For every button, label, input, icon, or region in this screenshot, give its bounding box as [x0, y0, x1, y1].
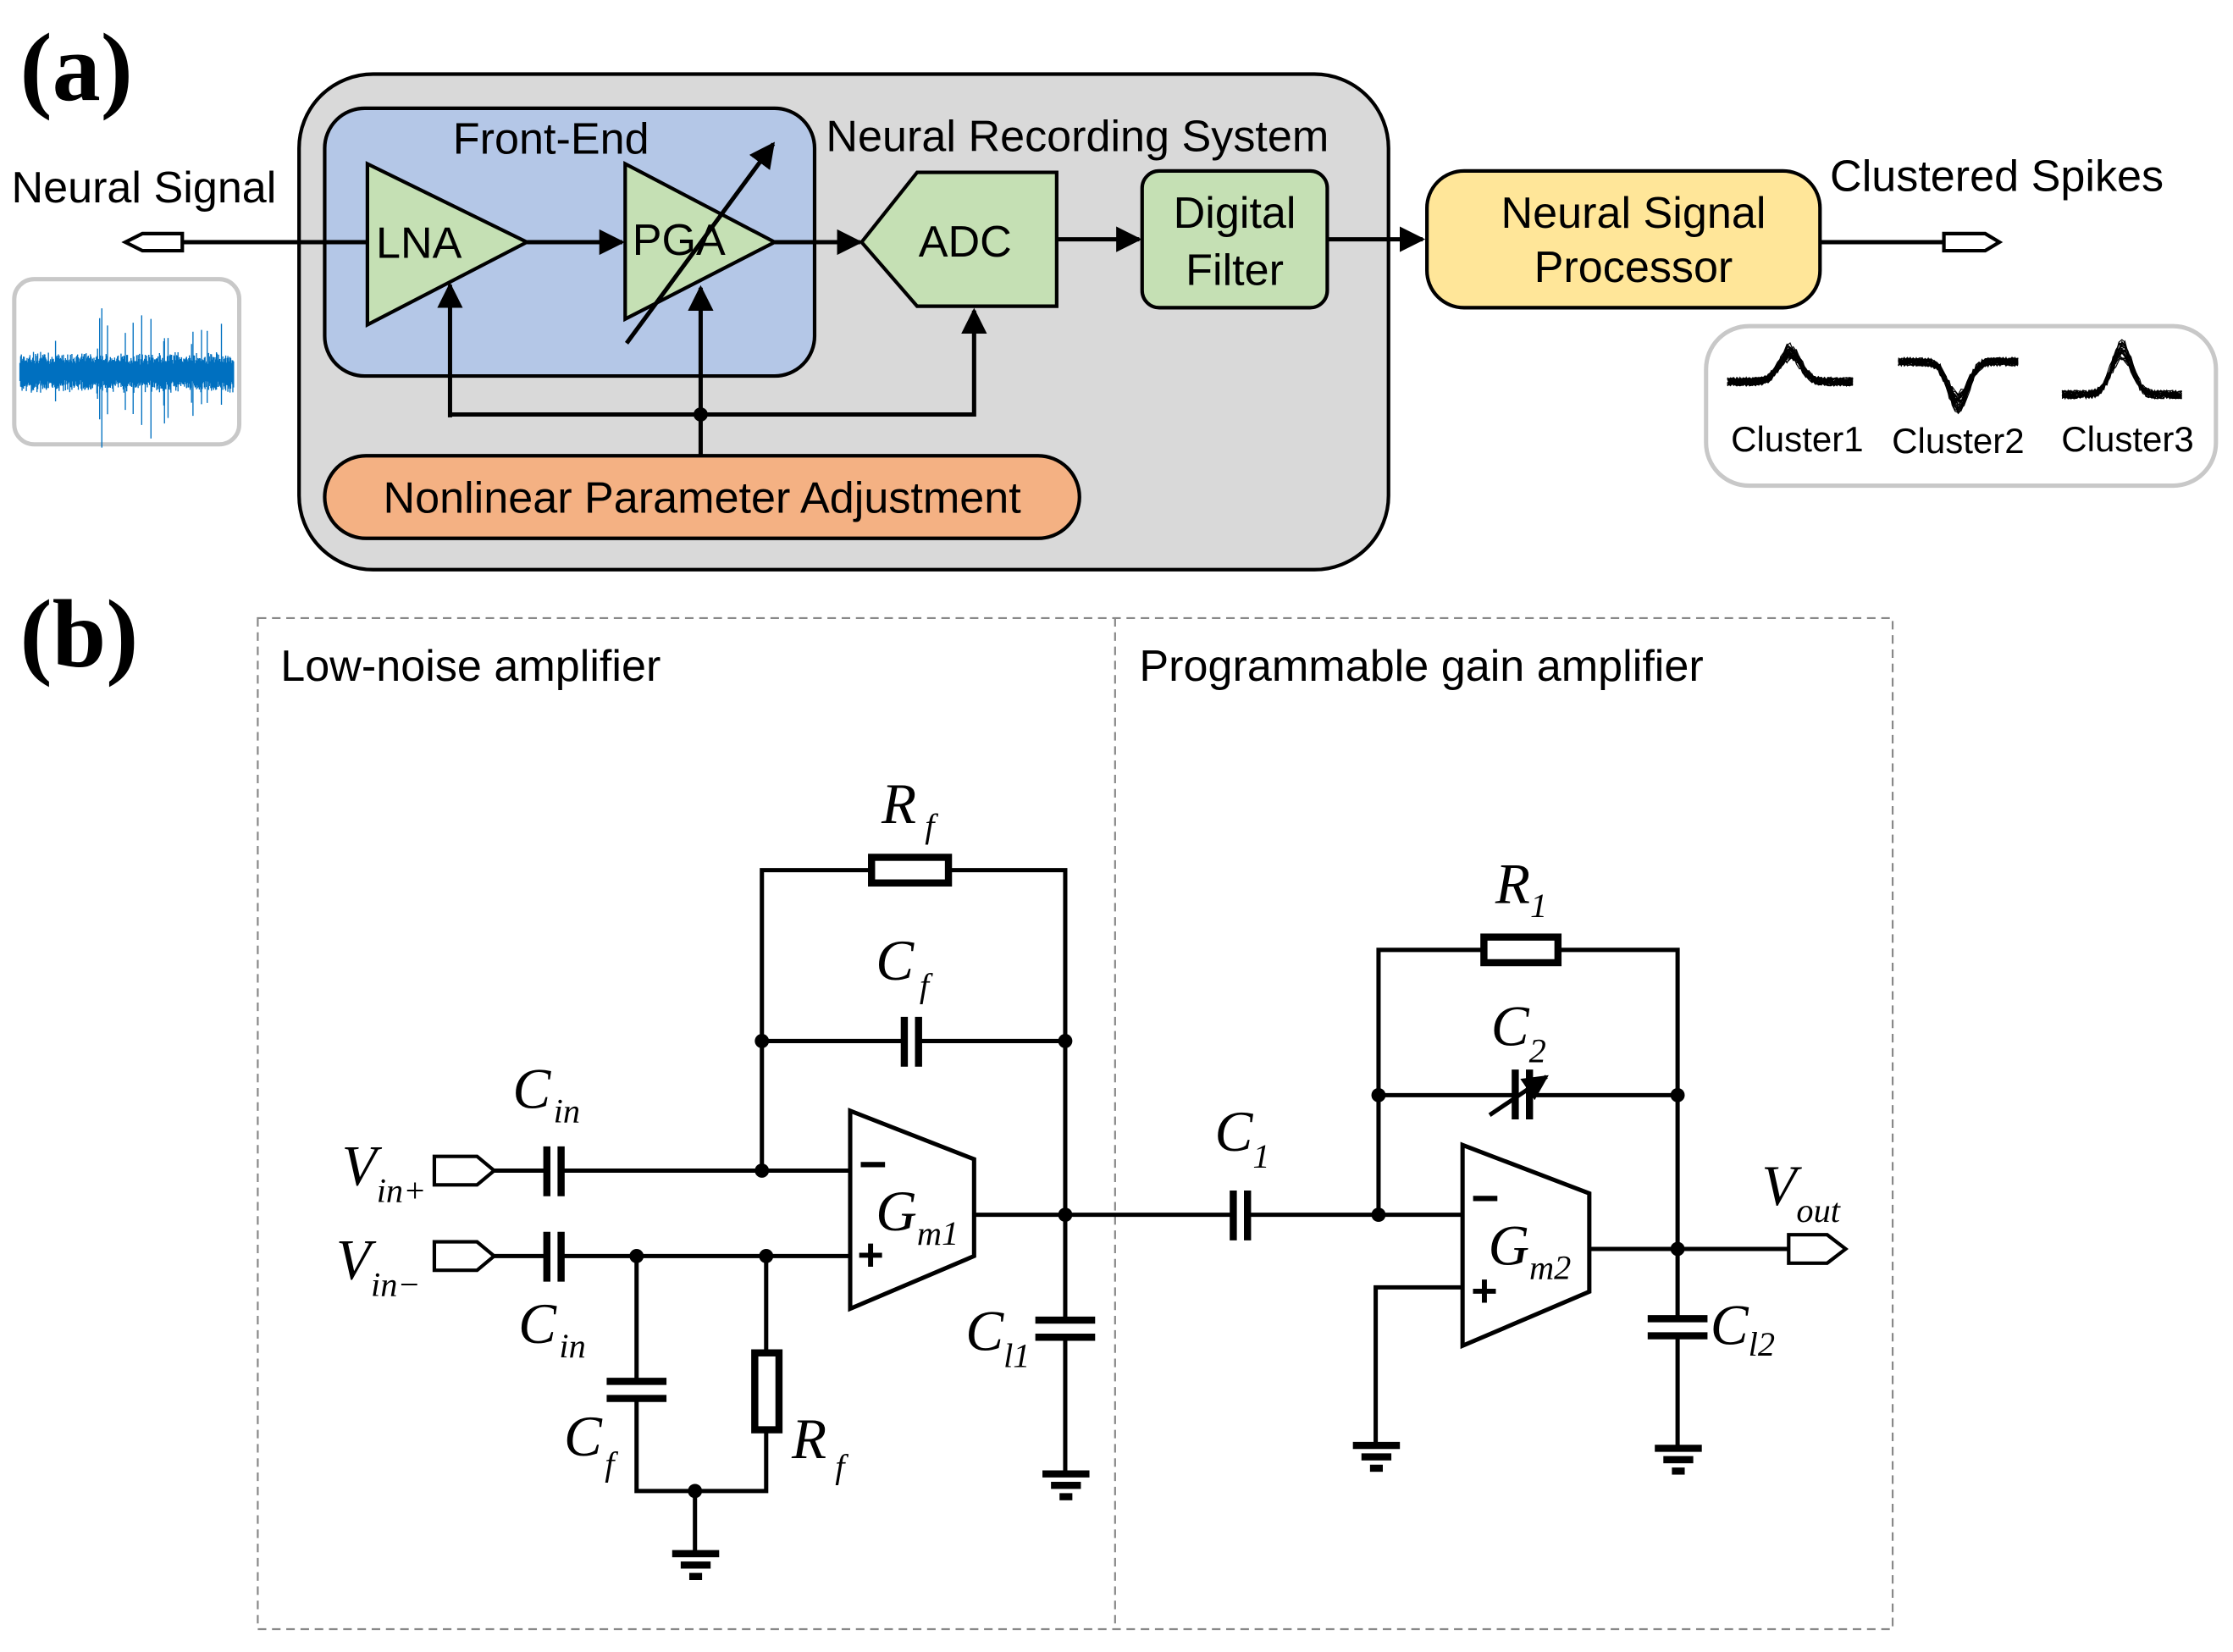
- control-junction-dot: [694, 407, 708, 422]
- junction-dot: [1371, 1207, 1386, 1223]
- gm2-label: Gm2: [1488, 1213, 1571, 1286]
- spike-waveform: [2061, 356, 2182, 400]
- r1-wire-right: [1557, 948, 1680, 1249]
- nonlinear-parameter-adjustment-label: Nonlinear Parameter Adjustment: [383, 474, 1021, 523]
- cluster1-label: Cluster1: [1731, 419, 1864, 459]
- cluster3-label: Cluster3: [2061, 419, 2194, 459]
- spike-waveform: [2061, 340, 2182, 401]
- spike-waveform: [1898, 357, 2019, 407]
- r1-resistor: [1480, 933, 1562, 967]
- processor-label-line2: Processor: [1534, 243, 1733, 292]
- neural-signal-inset: [12, 277, 242, 448]
- gm1-transconductor: [848, 1108, 976, 1312]
- pga-label: PGA: [633, 216, 726, 265]
- spike-waveform: [2061, 351, 2182, 400]
- variable-capacitor-arrow-icon: [1488, 1075, 1549, 1117]
- panel-b-label: (b): [20, 580, 139, 688]
- junction-dot: [754, 1163, 770, 1178]
- neural-signal-label: Neural Signal: [11, 163, 276, 213]
- junction-dot: [1670, 1087, 1685, 1102]
- cluster3-waveforms: [2061, 339, 2183, 401]
- cluster1-waveforms: [1727, 342, 1854, 388]
- lna-section-title: Low-noise amplifier: [280, 642, 661, 691]
- pga-circuit: C1 R1 C2 − + Gm2: [1215, 852, 1849, 1475]
- vout-label: Vout: [1761, 1154, 1841, 1229]
- front-end-label: Front-End: [453, 115, 649, 164]
- spike-waveform: [1898, 356, 2019, 401]
- clustered-spikes-label: Clustered Spikes: [1830, 152, 2164, 201]
- variable-gain-arrow-icon: [624, 141, 776, 345]
- ground-icon: [1042, 1470, 1090, 1500]
- neural-recording-system-label: Neural Recording System: [826, 112, 1329, 161]
- panel-a: (a) Neural Signal Neural Recording Syste…: [11, 14, 2219, 572]
- ground-icon: [1655, 1445, 1702, 1475]
- c1-label: C1: [1215, 1100, 1270, 1175]
- vin-minus-port-icon: [432, 1240, 497, 1273]
- adc-control-line: [450, 307, 987, 417]
- rf-bottom-resistor: [751, 1349, 783, 1434]
- cl2-label: Cl2: [1711, 1294, 1775, 1363]
- signal-trace: [19, 308, 235, 448]
- gm2-minus-sign: −: [1471, 1172, 1499, 1226]
- cluster2-label: Cluster2: [1892, 421, 2025, 461]
- r1-label: R1: [1495, 852, 1547, 925]
- spike-waveform: [1727, 352, 1854, 385]
- lna-label: LNA: [376, 218, 462, 268]
- r1-wire-left: [1376, 948, 1484, 1215]
- spike-waveform: [1727, 346, 1854, 387]
- cluster2-waveforms: [1898, 356, 2019, 415]
- input-port-icon: [121, 231, 185, 253]
- gm2-plus-sign: +: [1471, 1265, 1497, 1316]
- rf-top-resistor: [868, 854, 953, 887]
- output-port-icon: [1942, 231, 2004, 253]
- junction-dot: [1058, 1034, 1073, 1048]
- gm1-plus-sign: +: [857, 1229, 883, 1280]
- cluster-inset: Cluster1 Cluster2 Cluster3: [1704, 323, 2219, 489]
- c2-label: C2: [1491, 994, 1546, 1069]
- panel-a-label: (a): [20, 14, 133, 121]
- vout-port-icon: [1787, 1233, 1849, 1265]
- spike-waveform: [1727, 354, 1854, 387]
- ground-icon: [1352, 1441, 1401, 1472]
- cf-rf-bottom-wire: [634, 1401, 769, 1494]
- ground-icon: [672, 1550, 720, 1580]
- gm2-noninverting-wire: [1374, 1285, 1463, 1445]
- spike-waveform: [2061, 342, 2182, 398]
- junction-dot: [754, 1034, 770, 1048]
- vin-minus-label: Vin−: [336, 1228, 421, 1303]
- gm2-transconductor: [1460, 1141, 1592, 1350]
- junction-dot: [1371, 1087, 1386, 1102]
- digital-filter-label-line1: Digital: [1174, 189, 1296, 238]
- nonlinear-parameter-adjustment-block: [323, 454, 1081, 540]
- gm1-label: Gm1: [876, 1180, 959, 1252]
- gm1-minus-sign: −: [859, 1137, 887, 1191]
- adc-label: ADC: [919, 218, 1012, 267]
- vin-plus-label: Vin+: [342, 1134, 427, 1209]
- signal-trace-path: [19, 308, 235, 448]
- rf-wire-right: [948, 868, 1068, 1215]
- neural-signal-processor-block: [1425, 169, 1822, 310]
- panel-b: (b) Low-noise amplifier Programmable gai…: [20, 580, 1894, 1631]
- rf-wire-left: [760, 868, 872, 1171]
- circuit-frame: [257, 616, 1894, 1631]
- processor-label-line1: Neural Signal: [1501, 189, 1766, 238]
- pga-section-title: Programmable gain amplifier: [1139, 642, 1703, 691]
- cl1-label: Cl1: [965, 1299, 1030, 1374]
- vin-plus-port-icon: [432, 1154, 497, 1187]
- digital-filter-label-line2: Filter: [1186, 246, 1284, 295]
